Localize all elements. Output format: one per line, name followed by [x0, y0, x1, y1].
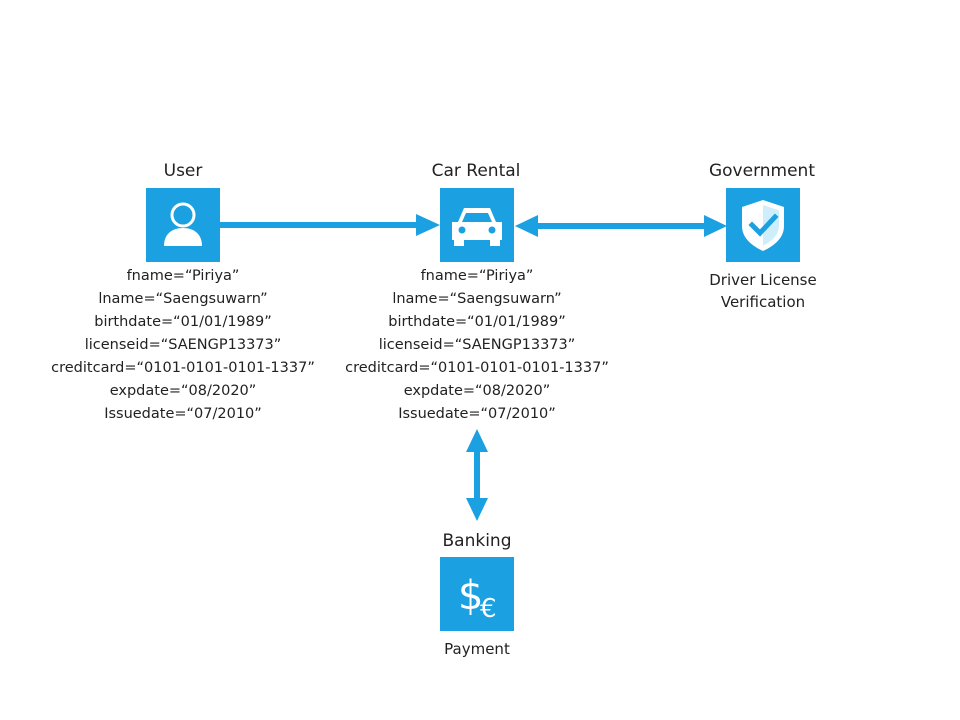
user-icon: [164, 202, 202, 246]
government-caption-line-1: Driver License: [709, 271, 817, 289]
user-attr-issuedate: Issuedate=“07/2010”: [104, 406, 262, 422]
currency-icon: $ €: [458, 573, 497, 624]
car-rental-attr-creditcard: creditcard=“0101-0101-0101-1337”: [345, 360, 609, 376]
banking-title: Banking: [442, 531, 512, 551]
user-attr-birthdate: birthdate=“01/01/1989”: [94, 314, 272, 330]
government-caption: Driver License Verification: [663, 269, 863, 313]
user-attr-fname: fname=“Piriya”: [126, 268, 240, 284]
government-title: Government: [708, 161, 816, 181]
car-rental-attributes: fname=“Piriya” lname=“Saengsuwarn” birth…: [327, 265, 627, 426]
car-rental-tile: [440, 188, 514, 262]
svg-text:€: €: [480, 594, 497, 624]
car-rental-attr-birthdate: birthdate=“01/01/1989”: [388, 314, 566, 330]
user-attr-licenseid: licenseid=“SAENGP13373”: [84, 337, 282, 353]
car-rental-attr-lname: lname=“Saengsuwarn”: [392, 291, 562, 307]
government-tile: [726, 188, 800, 262]
user-attr-creditcard: creditcard=“0101-0101-0101-1337”: [51, 360, 315, 376]
car-rental-attr-licenseid: licenseid=“SAENGP13373”: [378, 337, 576, 353]
user-attr-expdate: expdate=“08/2020”: [109, 383, 257, 399]
arrow-user-to-car-rental: [220, 214, 440, 236]
car-rental-attr-expdate: expdate=“08/2020”: [403, 383, 551, 399]
banking-caption: Payment: [444, 640, 510, 658]
car-icon: [452, 208, 502, 246]
banking-tile: $ €: [440, 557, 514, 631]
car-rental-attr-fname: fname=“Piriya”: [420, 268, 534, 284]
government-caption-line-2: Verification: [720, 293, 806, 311]
svg-text:$: $: [458, 573, 483, 619]
car-rental-title: Car Rental: [431, 161, 521, 181]
user-tile: [146, 188, 220, 262]
arrow-car-rental-banking: [466, 429, 488, 521]
shield-check-icon: [742, 200, 784, 251]
user-attributes: fname=“Piriya” lname=“Saengsuwarn” birth…: [33, 265, 333, 426]
arrow-car-rental-government: [515, 215, 727, 237]
user-attr-lname: lname=“Saengsuwarn”: [98, 291, 268, 307]
car-rental-attr-issuedate: Issuedate=“07/2010”: [398, 406, 556, 422]
user-title: User: [163, 161, 203, 181]
